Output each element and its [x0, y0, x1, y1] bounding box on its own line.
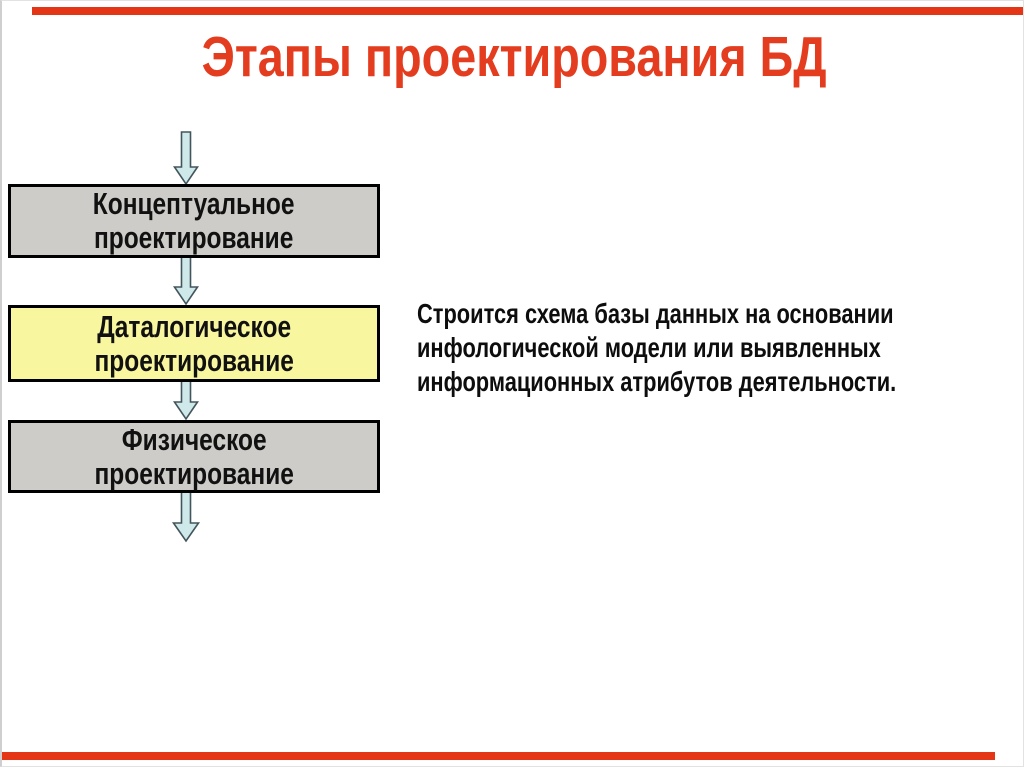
- flow-step-label: Даталогическое проектирование: [94, 308, 294, 378]
- flow-step-label: Концептуальное проектирование: [93, 186, 295, 255]
- bottom-accent-bar: [2, 752, 995, 760]
- description-line: информационных атрибутов деятельности.: [417, 366, 897, 397]
- down-arrow-icon: [172, 256, 200, 306]
- description-line: инфологической модели или выявленных: [417, 332, 881, 363]
- down-arrow-icon: [172, 379, 200, 421]
- flow-step-conceptual: Концептуальное проектирование: [8, 184, 380, 258]
- down-arrow-icon: [171, 491, 201, 543]
- description-line: Строится схема базы данных на основании: [417, 298, 894, 329]
- description-text: Строится схема базы данных на основании …: [417, 297, 1024, 399]
- flow-step-datalogical: Даталогическое проектирование: [8, 305, 380, 382]
- slide-title: Этапы проектирования БД: [2, 27, 1024, 87]
- flow-step-label: Физическое проектирование: [94, 421, 294, 491]
- down-arrow-icon: [172, 131, 200, 186]
- slide-title-text: Этапы проектирования БД: [201, 25, 827, 89]
- flow-step-physical: Физическое проектирование: [8, 420, 380, 493]
- top-accent-bar: [32, 7, 1023, 15]
